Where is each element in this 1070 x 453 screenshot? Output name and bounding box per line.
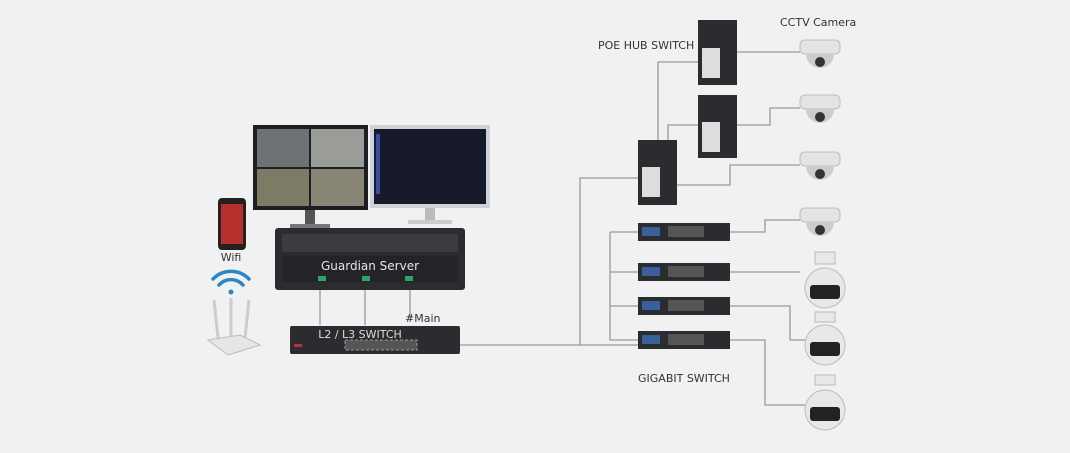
gigabit-switch — [638, 223, 730, 349]
main-label: #Main — [405, 312, 441, 325]
cctv-camera-label: CCTV Camera — [780, 16, 856, 29]
connection-wires — [319, 51, 805, 406]
guardian-server: Guardian Server — [275, 228, 465, 290]
software-monitor — [370, 125, 490, 224]
ptz-camera — [804, 251, 846, 431]
smartphone — [218, 198, 246, 250]
gigabit-switch-label: GIGABIT SWITCH — [638, 372, 730, 385]
l2-l3-switch: L2 / L3 SWITCH — [290, 326, 460, 354]
guardian-server-label: Guardian Server — [321, 259, 419, 273]
poe-hub-switch-label: POE HUB SWITCH — [598, 39, 694, 52]
camera-monitor — [253, 125, 368, 228]
dome-camera — [799, 39, 841, 236]
wifi-icon — [211, 269, 251, 295]
wifi-label: Wifi — [221, 251, 242, 264]
poe-hub-switch — [638, 20, 737, 205]
wifi-router — [206, 298, 262, 356]
l2-l3-switch-label: L2 / L3 SWITCH — [318, 328, 402, 341]
